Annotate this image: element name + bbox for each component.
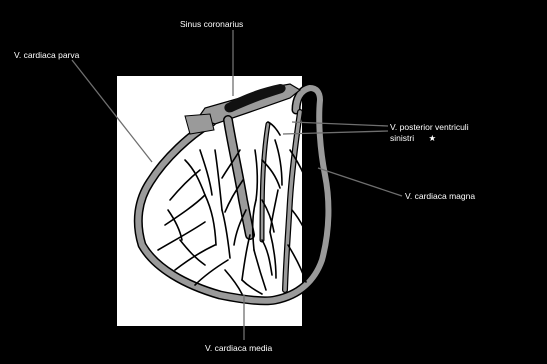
label-cardiaca-media: V. cardiaca media [205, 343, 272, 354]
label-posterior-line1: V. posterior ventriculi [390, 122, 469, 133]
label-posterior-line2-row: sinistri ★ [390, 133, 469, 144]
label-cardiaca-magna: V. cardiaca magna [405, 191, 475, 202]
label-sinus-coronarius: Sinus coronarius [180, 19, 243, 30]
label-cardiaca-parva: V. cardiaca parva [14, 50, 79, 61]
leader-posterior [292, 122, 388, 126]
label-posterior-line2: sinistri [390, 133, 414, 143]
star-icon: ★ [428, 133, 436, 143]
label-posterior-ventriculi-sinistri: V. posterior ventriculi sinistri ★ [390, 122, 469, 144]
